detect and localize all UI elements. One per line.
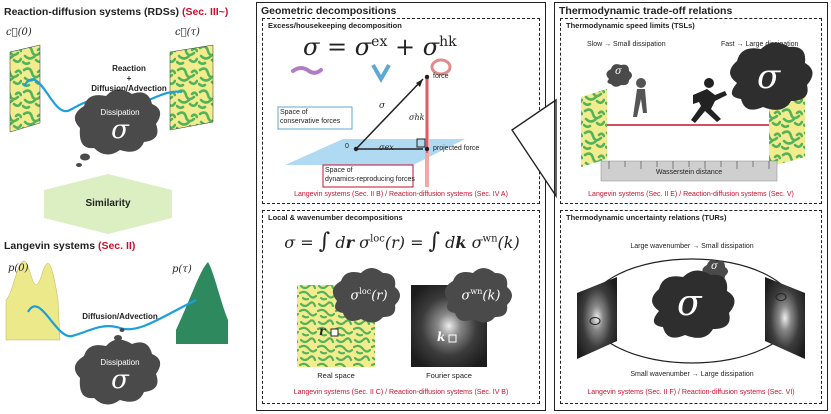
tsl-small-sigma: σ: [615, 66, 622, 77]
tsl-diagram: [561, 19, 823, 205]
tur-panel: Thermodynamic uncertainty relations (TUR…: [560, 210, 822, 404]
tsl-large-sigma: σ: [757, 57, 780, 97]
tradeoff-title: Thermodynamic trade-off relations: [559, 5, 732, 17]
tur-right-spectrum: [765, 277, 805, 359]
tur-large-sigma: σ: [677, 283, 702, 324]
tsl-caption: Langevin systems (Sec. II E) / Reaction-…: [561, 191, 821, 198]
tur-caption: Langevin systems (Sec. II F) / Reaction-…: [561, 389, 821, 396]
tradeoff-section: Thermodynamic trade-off relations Thermo…: [554, 2, 828, 411]
running-person-icon: [691, 78, 727, 123]
tur-small-sigma: σ: [711, 261, 718, 272]
wasserstein-label: Wasserstein distance: [601, 169, 777, 176]
small-wavenumber-label: Small wavenumber → Large dissipation: [561, 371, 823, 378]
walking-person-icon: [633, 78, 647, 117]
tsl-start-pattern: [581, 89, 607, 167]
tsl-panel: Thermodynamic speed limits (TSLs) Slow →…: [560, 18, 822, 204]
